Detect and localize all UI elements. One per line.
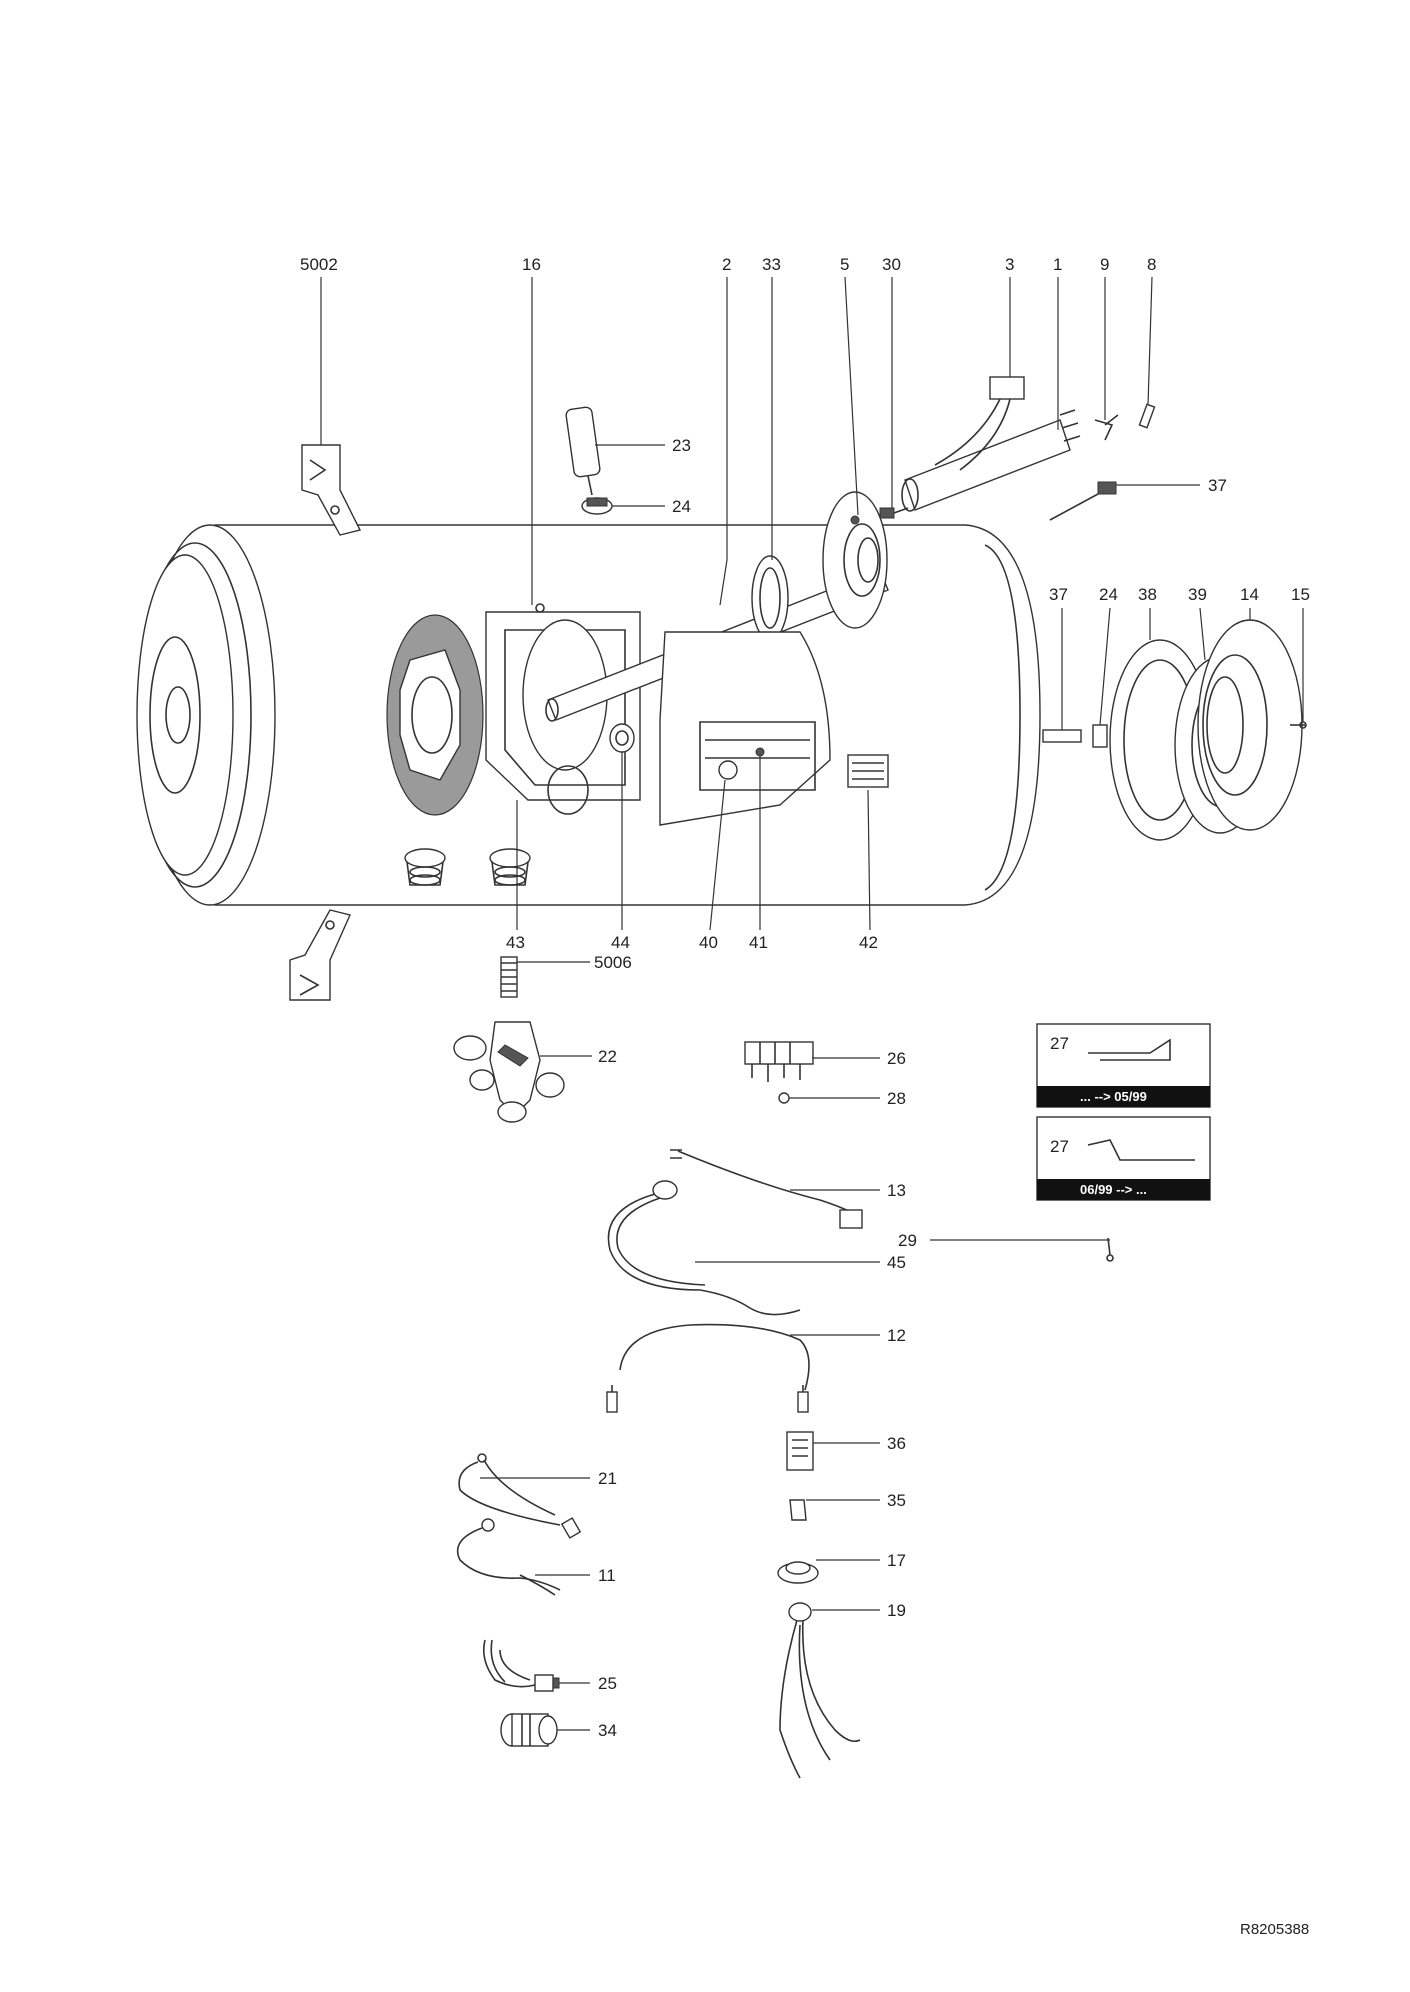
callout-30: 30 [882, 255, 901, 274]
cable-11 [456, 1518, 561, 1596]
callout-19: 19 [887, 1601, 906, 1620]
callout-24-right: 24 [1099, 585, 1118, 604]
sensor-tube [1042, 729, 1082, 743]
callout-labels: 5002 16 2 33 5 30 3 1 9 8 37 24 38 39 14… [300, 255, 1310, 1740]
callout-5002: 5002 [300, 255, 338, 274]
cable-12 [606, 1323, 810, 1413]
pin-29 [1106, 1237, 1114, 1262]
cable-21 [458, 1453, 582, 1539]
variant-box-1-number: 27 [1050, 1034, 1069, 1053]
gasket [751, 555, 789, 641]
thermostat [934, 376, 1025, 471]
mounting-bracket-top [301, 444, 362, 536]
callout-33: 33 [762, 255, 781, 274]
callout-28: 28 [887, 1089, 906, 1108]
mounting-bracket-bottom [289, 909, 351, 1001]
callout-1: 1 [1053, 255, 1062, 274]
callout-22: 22 [598, 1047, 617, 1066]
callout-16: 16 [522, 255, 541, 274]
cable-gland [609, 723, 635, 753]
clip [1094, 414, 1119, 441]
variant-box-2-number: 27 [1050, 1137, 1069, 1156]
flange-plate-grey [386, 614, 484, 816]
sensor-25 [482, 1639, 560, 1692]
callout-24: 24 [672, 497, 691, 516]
callout-39: 39 [1188, 585, 1207, 604]
temperature-probe-top [1049, 481, 1117, 521]
callout-44: 44 [611, 933, 630, 952]
variant-box-1-caption: ... --> 05/99 [1080, 1089, 1147, 1104]
callout-38: 38 [1138, 585, 1157, 604]
callout-43: 43 [506, 933, 525, 952]
callout-12: 12 [887, 1326, 906, 1345]
callout-3: 3 [1005, 255, 1014, 274]
callout-41: 41 [749, 933, 768, 952]
callout-25: 25 [598, 1674, 617, 1693]
indicator-lamp [779, 1602, 861, 1779]
callout-37-right: 37 [1049, 585, 1068, 604]
threaded-fitting [500, 1713, 558, 1747]
callout-26: 26 [887, 1049, 906, 1068]
callout-34: 34 [598, 1721, 617, 1740]
clip-35 [789, 1499, 807, 1521]
callout-42: 42 [859, 933, 878, 952]
control-card [786, 1431, 814, 1471]
anode-nut [581, 497, 613, 515]
callout-40: 40 [699, 933, 718, 952]
cable-13 [670, 1149, 863, 1229]
callout-2: 2 [722, 255, 731, 274]
callout-5: 5 [840, 255, 849, 274]
callout-36: 36 [887, 1434, 906, 1453]
callout-11: 11 [598, 1566, 616, 1585]
terminal-screw [778, 1092, 790, 1104]
callout-14: 14 [1240, 585, 1259, 604]
callout-35: 35 [887, 1491, 906, 1510]
cover-flange [1197, 619, 1303, 831]
spring [500, 956, 518, 998]
heating-element [901, 409, 1081, 512]
label-plate [847, 754, 889, 788]
drain-fitting-right [489, 848, 531, 886]
callout-5006: 5006 [594, 953, 632, 972]
variant-box-2: 27 06/99 --> ... [1036, 1116, 1211, 1201]
nut-24 [1092, 724, 1108, 748]
magnesium-anode [565, 406, 601, 496]
drain-fitting-left [404, 848, 446, 886]
callout-37-top: 37 [1208, 476, 1227, 495]
callout-13: 13 [887, 1181, 906, 1200]
callout-17: 17 [887, 1551, 906, 1570]
knob [777, 1561, 819, 1584]
variant-box-2-caption: 06/99 --> ... [1080, 1182, 1147, 1197]
safety-valve-group [453, 1021, 565, 1123]
drawing-reference: R8205388 [1240, 1921, 1309, 1938]
callout-29: 29 [898, 1231, 917, 1250]
callout-23: 23 [672, 436, 691, 455]
callout-9: 9 [1100, 255, 1109, 274]
cable-45 [607, 1180, 801, 1316]
pin [1138, 403, 1156, 429]
callout-21: 21 [598, 1469, 617, 1488]
heating-flange [822, 491, 888, 629]
variant-box-1: 27 ... --> 05/99 [1036, 1023, 1211, 1108]
callout-15: 15 [1291, 585, 1310, 604]
terminal-block [744, 1041, 814, 1082]
callout-45: 45 [887, 1253, 906, 1272]
callout-8: 8 [1147, 255, 1156, 274]
leader-lines [320, 276, 1304, 1731]
screw [879, 507, 909, 519]
